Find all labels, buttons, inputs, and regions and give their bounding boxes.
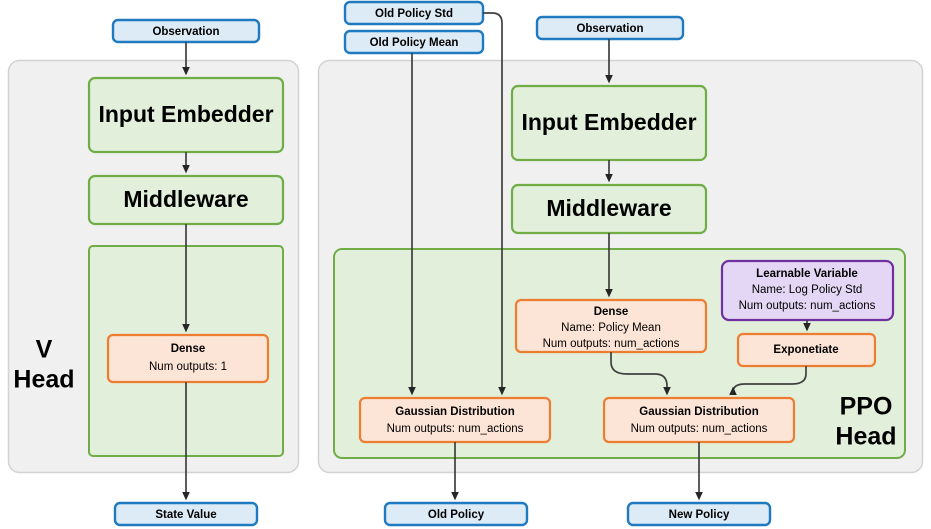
ppo-head-middleware-label: Middleware xyxy=(546,195,671,221)
output-new-policy-box[interactable] xyxy=(626,501,772,527)
ppo-head-learnable-variable[interactable]: Learnable Variable Name: Log Policy Std … xyxy=(720,259,895,322)
v-head-middleware[interactable]: Middleware xyxy=(87,174,285,226)
v-head-label-line2: Head xyxy=(13,366,74,394)
v-head-dense-value-box[interactable] xyxy=(106,333,270,384)
output-state-value[interactable]: State Value xyxy=(113,501,259,527)
input-old-policy-mean-box[interactable] xyxy=(343,29,485,55)
ppo-head-learnable-variable-title: Learnable Variable xyxy=(756,268,858,280)
ppo-head-input-embedder-label: Input Embedder xyxy=(521,109,696,135)
v-head-label-line1: V xyxy=(36,336,53,364)
input-observation-right-label: Observation xyxy=(576,23,643,35)
input-old-policy-std-label: Old Policy Std xyxy=(375,8,453,20)
input-old-policy-mean[interactable]: Old Policy Mean xyxy=(343,29,485,55)
ppo-head-dense-policy-mean-line2: Num outputs: num_actions xyxy=(543,338,680,350)
output-new-policy-label: New Policy xyxy=(669,509,730,521)
ppo-head-dense-policy-mean-line1: Name: Policy Mean xyxy=(561,322,661,334)
ppo-head-gaussian-new-box[interactable] xyxy=(602,396,796,444)
input-observation-right[interactable]: Observation xyxy=(535,15,685,41)
v-head-input-embedder[interactable]: Input Embedder xyxy=(87,76,285,154)
panel-ppo-head: PPO Head Old Policy Std Old Policy Mean … xyxy=(317,0,924,527)
output-new-policy[interactable]: New Policy xyxy=(626,501,772,527)
ppo-head-gaussian-new-line1: Num outputs: num_actions xyxy=(631,423,768,435)
ppo-head-exponetiate[interactable]: Exponetiate xyxy=(736,332,877,368)
input-observation-left[interactable]: Observation xyxy=(111,18,261,44)
ppo-head-exponetiate-title: Exponetiate xyxy=(773,344,838,356)
ppo-head-gaussian-new[interactable]: Gaussian Distribution Num outputs: num_a… xyxy=(602,396,796,444)
v-head-dense-value[interactable]: Dense Num outputs: 1 xyxy=(106,333,270,384)
ppo-head-label-line1: PPO xyxy=(840,393,893,421)
ppo-head-middleware[interactable]: Middleware xyxy=(510,183,708,235)
ppo-head-learnable-variable-line2: Num outputs: num_actions xyxy=(739,300,876,312)
input-old-policy-mean-label: Old Policy Mean xyxy=(370,37,459,49)
ppo-head-dense-policy-mean-title: Dense xyxy=(594,306,629,318)
edge-dense-policy-mean-to-gaussian-new xyxy=(610,352,671,396)
ppo-head-gaussian-old-title: Gaussian Distribution xyxy=(395,406,515,418)
output-old-policy-box[interactable] xyxy=(383,501,529,527)
input-old-policy-std[interactable]: Old Policy Std xyxy=(343,0,485,26)
ppo-head-dense-policy-mean[interactable]: Dense Name: Policy Mean Num outputs: num… xyxy=(514,298,708,354)
v-head-dense-value-line1: Num outputs: 1 xyxy=(149,361,227,373)
ppo-head-learnable-variable-line1: Name: Log Policy Std xyxy=(752,284,863,296)
v-head-dense-value-title: Dense xyxy=(171,343,206,355)
v-head-input-embedder-label: Input Embedder xyxy=(98,101,273,127)
edge-old-policy-std-to-gaussian-old xyxy=(483,12,506,396)
output-old-policy-label: Old Policy xyxy=(428,509,485,521)
output-state-value-label: State Value xyxy=(155,509,216,521)
ppo-head-gaussian-old-line1: Num outputs: num_actions xyxy=(387,423,524,435)
panel-v-head: V Head Observation Input Embedder Middle… xyxy=(7,18,300,527)
output-state-value-box[interactable] xyxy=(113,501,259,527)
ppo-head-label-line2: Head xyxy=(835,423,896,451)
edge-exponetiate-to-gaussian-new xyxy=(729,366,807,396)
v-head-middleware-label: Middleware xyxy=(123,186,248,212)
ppo-head-gaussian-new-title: Gaussian Distribution xyxy=(639,406,759,418)
ppo-head-gaussian-old[interactable]: Gaussian Distribution Num outputs: num_a… xyxy=(358,396,552,444)
output-old-policy[interactable]: Old Policy xyxy=(383,501,529,527)
input-observation-right-box[interactable] xyxy=(535,15,685,41)
input-observation-left-label: Observation xyxy=(152,26,219,38)
ppo-head-gaussian-old-box[interactable] xyxy=(358,396,552,444)
ppo-head-input-embedder[interactable]: Input Embedder xyxy=(510,84,708,162)
